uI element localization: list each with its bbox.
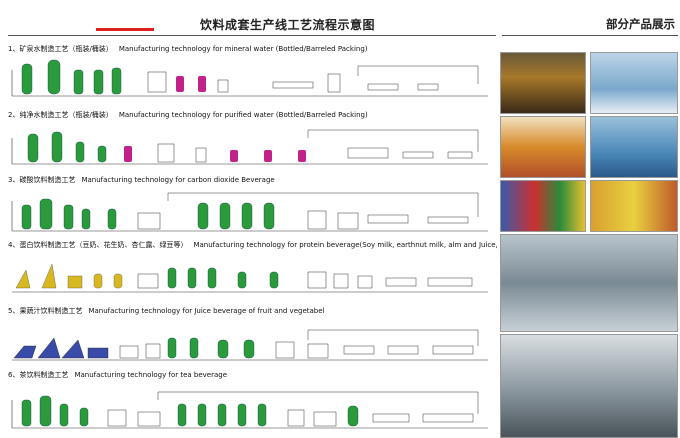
product-photo-beverage-bottles — [500, 116, 586, 178]
product-photos — [500, 52, 678, 438]
section-title-en: Manufacturing technology for carbon diox… — [81, 176, 275, 184]
page-title: 饮料成套生产线工艺流程示意图 — [200, 18, 376, 32]
product-showcase-title: 部分产品展示 — [606, 17, 675, 31]
section-title-cn: 4、蛋白饮料制造工艺（豆奶、花生奶、杏仁露、绿豆等） — [8, 241, 188, 249]
process-diagram — [11, 59, 488, 97]
process-diagram — [11, 391, 488, 429]
process-diagram — [12, 329, 488, 361]
section-title-cn: 1、矿泉水制造工艺（瓶装/桶装） — [8, 45, 113, 53]
section-label: 3、碳酸饮料制造工艺 Manufacturing technology for c… — [8, 175, 275, 185]
product-photo-water-bottles — [590, 52, 678, 114]
section-title-cn: 2、纯净水制造工艺（瓶装/桶装） — [8, 111, 113, 119]
product-photo-capping-machine — [500, 334, 678, 438]
process-diagram — [11, 129, 488, 165]
section-title-en: Manufacturing technology for tea beverag… — [74, 371, 228, 379]
product-photo-barrels — [590, 116, 678, 178]
section-label: 5、果蔬汁饮料制造工艺 Manufacturing technology for … — [8, 306, 324, 316]
process-section-mineral-water: 1、矿泉水制造工艺（瓶装/桶装） Manufacturing technology… — [8, 44, 496, 106]
section-title-en: Manufacturing technology for mineral wat… — [118, 45, 368, 53]
process-section-fruit-vegetable-juice: 5、果蔬汁饮料制造工艺 Manufacturing technology for … — [8, 306, 496, 368]
section-title-en: Manufacturing technology for purified wa… — [118, 111, 368, 119]
product-photo-soft-drinks — [500, 180, 586, 232]
section-label: 4、蛋白饮料制造工艺（豆奶、花生奶、杏仁露、绿豆等） Manufacturing … — [8, 240, 543, 250]
header-rule-right — [502, 35, 678, 36]
process-diagram — [12, 263, 488, 293]
section-label: 6、茶饮料制造工艺 Manufacturing technology for te… — [8, 370, 227, 380]
section-label: 2、纯净水制造工艺（瓶装/桶装） Manufacturing technology… — [8, 110, 368, 120]
section-title-en: Manufacturing technology for protein bev… — [193, 241, 543, 249]
process-diagram — [11, 192, 488, 232]
section-title-en: Manufacturing technology for Juice bever… — [88, 307, 325, 315]
section-title-cn: 5、果蔬汁饮料制造工艺 — [8, 307, 83, 315]
process-section-purified-water: 2、纯净水制造工艺（瓶装/桶装） Manufacturing technology… — [8, 110, 496, 172]
section-label: 1、矿泉水制造工艺（瓶装/桶装） Manufacturing technology… — [8, 44, 368, 54]
process-section-carbonated-beverage: 3、碳酸饮料制造工艺 Manufacturing technology for c… — [8, 175, 496, 237]
section-title-cn: 3、碳酸饮料制造工艺 — [8, 176, 76, 184]
product-photo-bottled-tea — [590, 180, 678, 232]
product-photo-filling-machine — [500, 234, 678, 332]
product-photo-juice-jars — [500, 52, 586, 114]
process-section-protein-beverage: 4、蛋白饮料制造工艺（豆奶、花生奶、杏仁露、绿豆等） Manufacturing … — [8, 240, 543, 302]
header-rule-left — [8, 35, 496, 36]
process-section-tea-beverage: 6、茶饮料制造工艺 Manufacturing technology for te… — [8, 370, 496, 434]
section-title-cn: 6、茶饮料制造工艺 — [8, 371, 69, 379]
header-accent-bar — [96, 28, 154, 31]
page-header: 饮料成套生产线工艺流程示意图 部分产品展示 — [0, 0, 680, 38]
